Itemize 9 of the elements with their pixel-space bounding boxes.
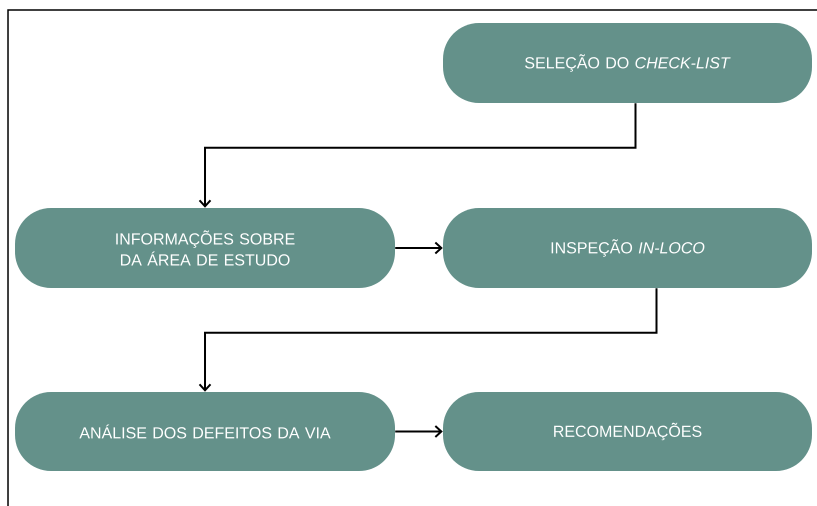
arrow — [395, 242, 443, 254]
arrow — [198, 288, 658, 392]
process-box: ANÁLISE DOS DEFEITOS DA VIA — [15, 392, 395, 471]
process-box: SELEÇÃO DO CHECK-LIST — [443, 23, 812, 103]
arrow — [198, 103, 636, 208]
process-box: INSPEÇÃO IN-LOCO — [443, 208, 812, 288]
process-box: INFORMAÇÕES SOBRE DA ÁREA DE ESTUDO — [15, 208, 395, 288]
arrow — [395, 425, 443, 438]
process-box: RECOMENDAÇÕES — [443, 392, 812, 471]
